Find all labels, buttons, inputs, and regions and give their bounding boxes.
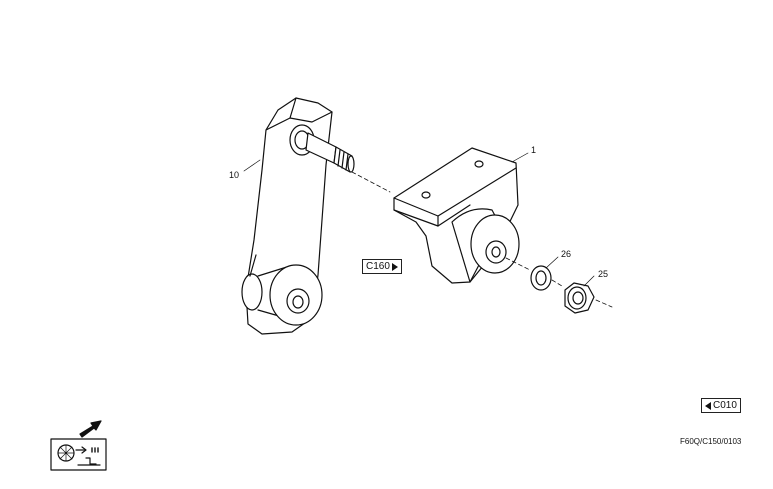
drawing-code: F60Q/C150/0103 (680, 437, 742, 446)
previous-reference-link[interactable]: C010 (701, 398, 741, 413)
leader-line-26 (545, 256, 559, 269)
leader-line-10 (243, 159, 261, 172)
lever-arm-part (241, 97, 355, 335)
triangle-left-icon (705, 401, 711, 410)
arrow-icon (79, 420, 102, 438)
callout-part-10: 10 (229, 170, 240, 180)
washer-part (530, 265, 552, 291)
leader-line-1 (511, 152, 529, 163)
callout-part-26: 26 (561, 249, 572, 259)
callout-part-25: 25 (598, 269, 609, 279)
triangle-right-icon (391, 262, 398, 271)
nut-part (564, 282, 595, 314)
machine-symbol-icon (50, 438, 107, 471)
leader-line-25 (583, 275, 595, 287)
bracket-mount-part (393, 147, 520, 284)
next-reference-link[interactable]: C160 (362, 259, 402, 274)
next-reference-label: C160 (366, 261, 390, 272)
callout-part-1: 1 (531, 145, 537, 155)
previous-reference-label: C010 (713, 400, 737, 411)
